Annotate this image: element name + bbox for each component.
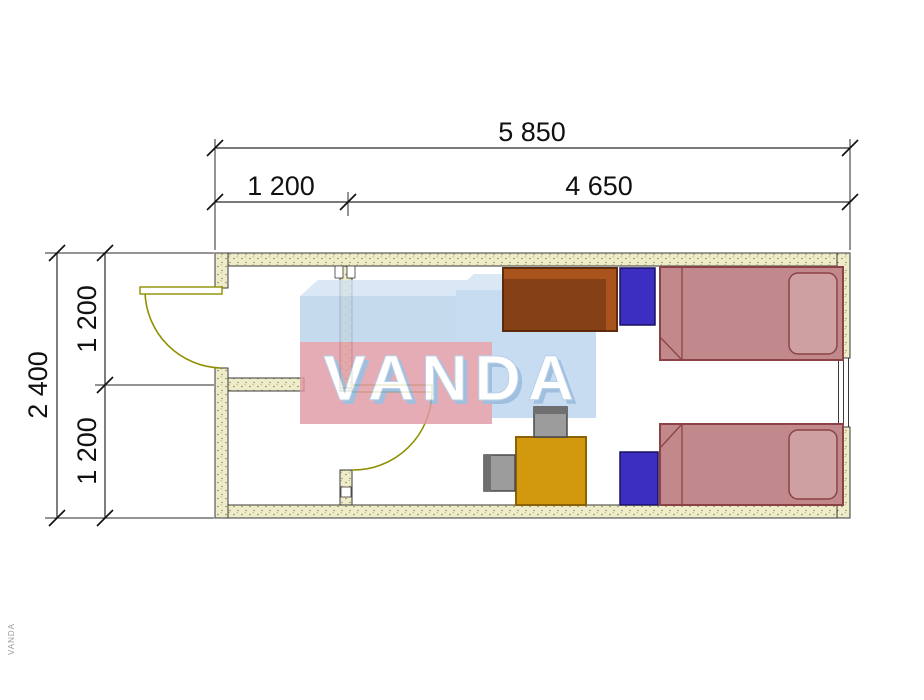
watermark: VANDA VANDA — [300, 274, 614, 424]
dim-text-side-total: 2 400 — [23, 351, 53, 419]
watermark-ribbon — [300, 342, 492, 424]
wall-mid-left — [227, 377, 305, 392]
bed-bottom — [659, 423, 844, 506]
dim-tick — [96, 509, 114, 527]
furniture-layer — [483, 266, 844, 506]
dim-tick — [339, 193, 357, 211]
blanket-fold-line — [659, 423, 683, 449]
watermark-box-front — [300, 296, 456, 342]
chair-backrest — [534, 407, 567, 414]
nightstand-bottom — [619, 451, 659, 506]
dim-tick — [96, 376, 114, 394]
door-jamb-notch — [346, 265, 356, 279]
bed-top — [659, 266, 844, 361]
dim-tick — [96, 244, 114, 262]
door-leaf — [139, 286, 223, 295]
dim-text-side-lower-segment: 1 200 — [72, 417, 102, 485]
watermark-text: VANDA — [323, 342, 581, 414]
dim-tick — [206, 193, 224, 211]
chair-top — [533, 406, 568, 438]
dim-tick — [48, 509, 66, 527]
door-jamb-notch — [340, 486, 352, 498]
corner-watermark: VANDA — [7, 623, 16, 655]
dim-tick — [206, 139, 224, 157]
dim-text-side-upper-segment: 1 200 — [72, 285, 102, 353]
dim-text-top-left-segment: 1 200 — [247, 171, 315, 201]
exterior-door — [139, 286, 223, 369]
door-jamb-notch — [334, 265, 344, 279]
dim-tick — [841, 193, 859, 211]
dimension-layer: 5 850 1 200 4 650 2 400 1 200 1 200 — [23, 117, 859, 527]
wall-left-lower — [214, 367, 229, 519]
dim-tick — [48, 244, 66, 262]
wall-bottom — [214, 504, 851, 519]
desk-top — [502, 267, 618, 332]
dim-text-top-right-segment: 4 650 — [565, 171, 633, 201]
chair-backrest — [484, 455, 491, 491]
bed-pillow — [788, 429, 838, 500]
window — [838, 357, 849, 428]
blanket-fold-line — [659, 336, 683, 361]
wall-left-upper — [214, 252, 229, 289]
dim-tick — [841, 139, 859, 157]
dim-text-top-total: 5 850 — [498, 117, 566, 147]
bed-pillow — [788, 272, 838, 355]
chair-left — [483, 454, 516, 492]
watermark-box-top-face — [300, 280, 474, 296]
table — [515, 436, 587, 506]
nightstand-top — [619, 267, 656, 326]
desk — [502, 267, 618, 332]
door-swing-arc — [144, 291, 222, 369]
wall-top — [214, 252, 851, 267]
desk-shade — [503, 279, 606, 331]
watermark-text-shadow: VANDA — [327, 346, 585, 418]
